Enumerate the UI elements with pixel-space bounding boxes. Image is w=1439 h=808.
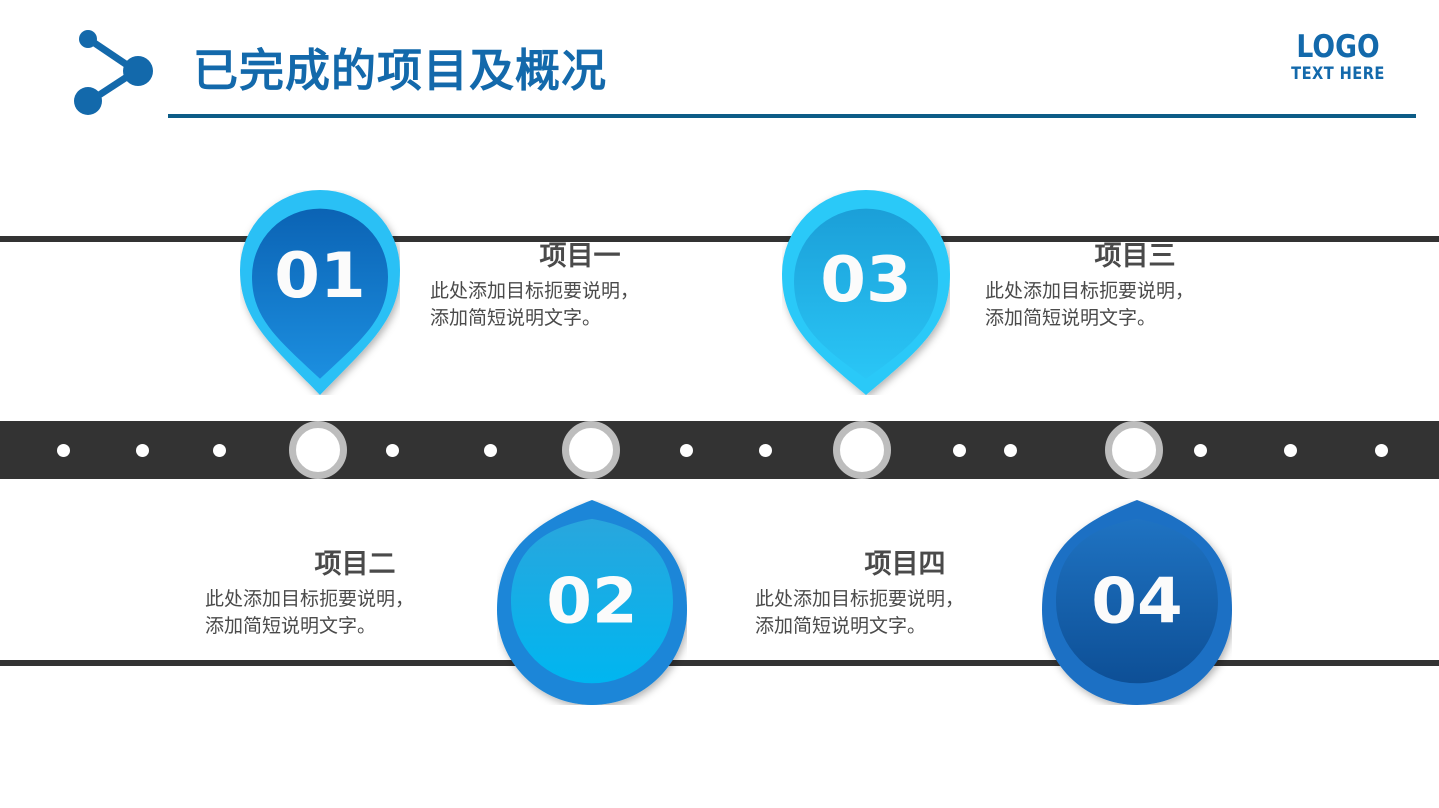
item-heading: 项目四 bbox=[864, 549, 946, 580]
item-heading: 项目一 bbox=[539, 241, 621, 272]
svg-text:03: 03 bbox=[820, 245, 911, 317]
item-body-line2: 添加简短说明文字。 bbox=[205, 615, 377, 637]
item-body: 此处添加目标扼要说明， 添加简短说明文字。 bbox=[985, 278, 1285, 332]
logo-main-text: LOGO bbox=[1296, 29, 1380, 65]
pin-marker-02[interactable]: 02 bbox=[497, 500, 687, 705]
item-text-02: 项目二 此处添加目标扼要说明， 添加简短说明文字。 bbox=[205, 548, 505, 640]
track-ring-marker[interactable] bbox=[1105, 421, 1163, 479]
timeline-track bbox=[0, 421, 1439, 479]
svg-text:04: 04 bbox=[1091, 566, 1182, 638]
item-body-line2: 添加简短说明文字。 bbox=[755, 615, 927, 637]
item-body-line1: 此处添加目标扼要说明， bbox=[985, 280, 1195, 302]
pin-marker-03[interactable]: 03 bbox=[782, 190, 950, 395]
track-dot bbox=[56, 443, 70, 457]
item-text-03: 项目三 此处添加目标扼要说明， 添加简短说明文字。 bbox=[985, 240, 1285, 332]
item-body-line1: 此处添加目标扼要说明， bbox=[755, 588, 965, 610]
svg-text:02: 02 bbox=[546, 566, 637, 638]
item-body: 此处添加目标扼要说明， 添加简短说明文字。 bbox=[430, 278, 730, 332]
item-heading: 项目三 bbox=[1094, 241, 1176, 272]
pin-marker-01[interactable]: 01 bbox=[240, 190, 400, 395]
track-ring-marker[interactable] bbox=[562, 421, 620, 479]
network-nodes-icon bbox=[62, 24, 174, 120]
track-dot bbox=[483, 443, 497, 457]
item-body: 此处添加目标扼要说明， 添加简短说明文字。 bbox=[205, 586, 505, 640]
page-title: 已完成的项目及概况 bbox=[193, 44, 608, 97]
track-dot bbox=[952, 443, 966, 457]
track-ring-marker[interactable] bbox=[833, 421, 891, 479]
svg-text:01: 01 bbox=[274, 241, 365, 313]
item-body: 此处添加目标扼要说明， 添加简短说明文字。 bbox=[755, 586, 1055, 640]
item-body-line1: 此处添加目标扼要说明， bbox=[205, 588, 415, 610]
logo-sub-text: TEXT HERE bbox=[1291, 64, 1385, 84]
item-text-04: 项目四 此处添加目标扼要说明， 添加简短说明文字。 bbox=[755, 548, 1055, 640]
track-dot bbox=[1283, 443, 1297, 457]
track-dot bbox=[679, 443, 693, 457]
item-body-line2: 添加简短说明文字。 bbox=[985, 307, 1157, 329]
item-text-01: 项目一 此处添加目标扼要说明， 添加简短说明文字。 bbox=[430, 240, 730, 332]
rail-top bbox=[0, 236, 1439, 242]
track-dot bbox=[385, 443, 399, 457]
pin-marker-04[interactable]: 04 bbox=[1042, 500, 1232, 705]
track-dot bbox=[1374, 443, 1388, 457]
track-dot bbox=[758, 443, 772, 457]
rail-bottom bbox=[0, 660, 1439, 666]
track-dot bbox=[212, 443, 226, 457]
track-dot bbox=[135, 443, 149, 457]
item-body-line2: 添加简短说明文字。 bbox=[430, 307, 602, 329]
title-underline bbox=[168, 114, 1416, 118]
track-ring-marker[interactable] bbox=[289, 421, 347, 479]
logo: LOGO TEXT HERE bbox=[1263, 30, 1413, 84]
item-heading: 项目二 bbox=[314, 549, 396, 580]
item-body-line1: 此处添加目标扼要说明， bbox=[430, 280, 640, 302]
track-dot bbox=[1003, 443, 1017, 457]
track-dot bbox=[1193, 443, 1207, 457]
